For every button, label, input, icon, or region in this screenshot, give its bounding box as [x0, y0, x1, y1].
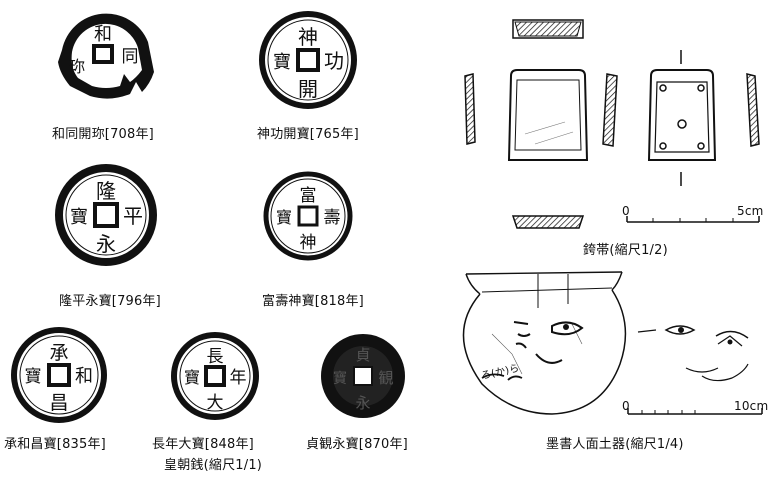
- coin-ryuhei-char-left: 寶: [70, 207, 88, 228]
- coin-fuju-char-top: 富: [300, 186, 317, 206]
- belt-bottom-section: [511, 215, 585, 229]
- coin-chonen-drawing: 長 年 大 寶: [171, 332, 259, 420]
- coin-jingu-caption: 神功開寶[765年]: [257, 127, 359, 142]
- coin-ryuhei-char-bottom: 永: [96, 232, 116, 256]
- coins-footer-caption: 皇朝銭(縮尺1/1): [164, 458, 263, 473]
- belt-scale-bar: [626, 216, 760, 223]
- coin-chonen-char-right: 年: [230, 368, 247, 388]
- belt-back-face: [647, 50, 717, 186]
- coin-jingu-char-right: 功: [324, 49, 344, 73]
- coin-jowa-caption: 承和昌寶[835年]: [4, 437, 106, 452]
- coin-jingu-char-bottom: 開: [298, 77, 318, 101]
- coin-jingu-drawing: 神 功 開 寶: [259, 11, 357, 109]
- coin-wado-char-top: 和: [94, 24, 112, 45]
- coin-ryuhei-char-right: 平: [123, 204, 143, 228]
- coin-ryuhei-caption: 隆平永寶[796年]: [59, 294, 161, 309]
- belt-middle-section: [602, 73, 618, 147]
- belt-scale-start: 0: [622, 204, 630, 218]
- belt-right-section: [746, 73, 760, 147]
- coin-jowa-char-bottom: 昌: [49, 392, 68, 414]
- coin-jingu-char-left: 寶: [273, 52, 291, 73]
- coin-wado-caption: 和同開珎[708年]: [52, 127, 154, 142]
- coin-fuju-caption: 富壽神寶[818年]: [262, 294, 364, 309]
- coin-jogan-caption: 貞観永寶[870年]: [306, 437, 408, 452]
- coin-ryuhei-char-top: 隆: [96, 179, 116, 203]
- belt-front-face: [507, 69, 589, 161]
- coin-jowa-char-left: 寶: [25, 366, 42, 387]
- coin-ryuhei-drawing: 隆 平 永 寶: [55, 164, 157, 266]
- coin-jogan-char-right: 観: [378, 369, 393, 387]
- belt-caption: 銙帯(縮尺1/2): [583, 243, 668, 258]
- coin-jowa-char-right: 和: [75, 366, 93, 387]
- coin-chonen-caption: 長年大寶[848年]: [152, 437, 254, 452]
- pottery-scale-end: 10cm: [734, 399, 769, 413]
- coin-jogan-char-left: 寶: [333, 371, 347, 387]
- coin-fuju-char-bottom: 神: [300, 233, 317, 253]
- coin-jogan-char-bottom: 永: [355, 394, 370, 412]
- coin-jogan-char-top: 貞: [355, 346, 370, 364]
- coin-jingu-char-top: 神: [298, 25, 318, 49]
- coin-chonen-char-top: 長: [207, 347, 224, 367]
- coin-chonen-char-bottom: 大: [207, 393, 224, 413]
- coin-jowa-char-top: 承: [49, 342, 68, 364]
- belt-fittings-drawing: [464, 19, 760, 229]
- coin-jowa-drawing: 承 和 昌 寶: [11, 327, 107, 423]
- pottery-scale-bar: [627, 408, 763, 415]
- pottery-scale-start: 0: [622, 399, 630, 413]
- coin-chonen-char-left: 寶: [184, 368, 200, 387]
- belt-scale-end: 5cm: [737, 204, 764, 218]
- coin-fuju-drawing: 富 壽 神 寶: [263, 171, 353, 261]
- coin-wado-char-left: 珎: [69, 57, 85, 76]
- coin-wado-char-right: 同: [122, 47, 139, 67]
- pottery-caption: 墨書人面土器(縮尺1/4): [546, 437, 684, 452]
- coin-jogan-drawing: 貞 観 永 寶: [321, 334, 405, 418]
- belt-left-section: [464, 73, 476, 145]
- coin-fuju-char-right: 壽: [324, 208, 341, 228]
- coin-wado-drawing: 和 同 珎: [58, 13, 154, 99]
- pottery-drawing: [462, 271, 763, 415]
- coin-fuju-char-left: 寶: [276, 208, 292, 227]
- belt-top-section: [512, 19, 584, 39]
